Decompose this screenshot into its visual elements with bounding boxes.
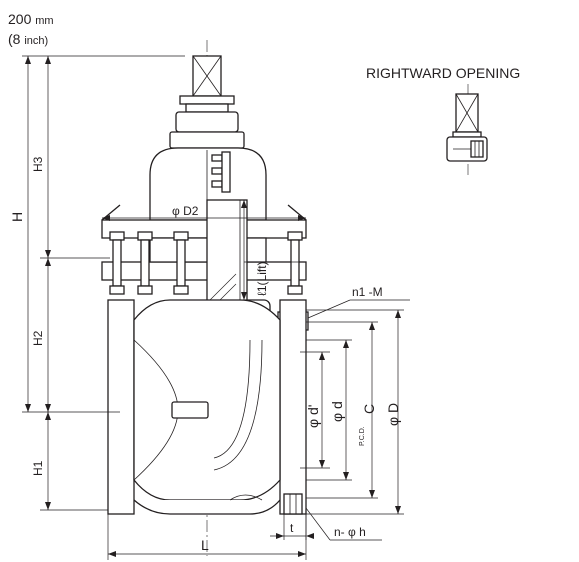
dim-H3-label: H3: [31, 156, 45, 172]
dim-lift: [241, 200, 306, 300]
variant-label: RIGHTWARD OPENING: [366, 65, 520, 81]
dim-phi-D2: [102, 215, 306, 221]
dim-C: [306, 321, 378, 499]
dim-phi-d-label: φ d: [329, 401, 345, 422]
size-unit: mm: [35, 15, 53, 27]
rightward-opening-icon: [446, 84, 488, 175]
dim-t-label: t: [290, 521, 294, 535]
dim-L-label: L: [201, 537, 209, 553]
flange-bolt: [287, 231, 303, 295]
valve-body: [107, 299, 307, 515]
dim-H2: [45, 258, 51, 412]
dim-phi-D2-label: φ D2: [172, 204, 199, 218]
flange-bolt: [137, 231, 153, 295]
dim-H1: [40, 412, 108, 511]
dim-n1-M: [307, 299, 410, 319]
dim-H-label: H: [9, 212, 25, 222]
dim-phi-d-prime: [300, 351, 330, 469]
dim-L: [107, 514, 307, 560]
dim-C-label: C: [361, 404, 377, 414]
dim-phi-D: [306, 309, 404, 515]
operating-nut: [169, 55, 245, 149]
nominal-size-label: 200 mm: [8, 11, 54, 27]
dim-n-phi-h: [305, 507, 382, 541]
dim-n1-M-label: n1 -M: [352, 285, 383, 299]
dim-n-phi-h-label: n- φ h: [334, 525, 366, 539]
dim-pcd-label: P.C.D.: [359, 426, 366, 446]
dim-phi-D-label: φ D: [385, 403, 401, 426]
flange-bolt: [173, 231, 189, 295]
size-value: 200: [8, 11, 32, 27]
dim-phi-d-prime-label: φ d': [305, 405, 321, 428]
inch-unit: inch): [24, 35, 48, 47]
dim-phi-d: [306, 339, 352, 481]
dim-H2-label: H2: [31, 330, 45, 346]
dim-lift-label: ℓ1(Lift): [255, 261, 269, 296]
inch-open: (8: [8, 31, 21, 47]
flange-bolt: [109, 231, 125, 295]
dim-H: [22, 55, 185, 413]
dim-H1-label: H1: [31, 460, 45, 476]
bonnet-flange: [101, 204, 307, 295]
inch-size-label: (8 inch): [8, 31, 48, 47]
dim-H3: [40, 56, 110, 259]
